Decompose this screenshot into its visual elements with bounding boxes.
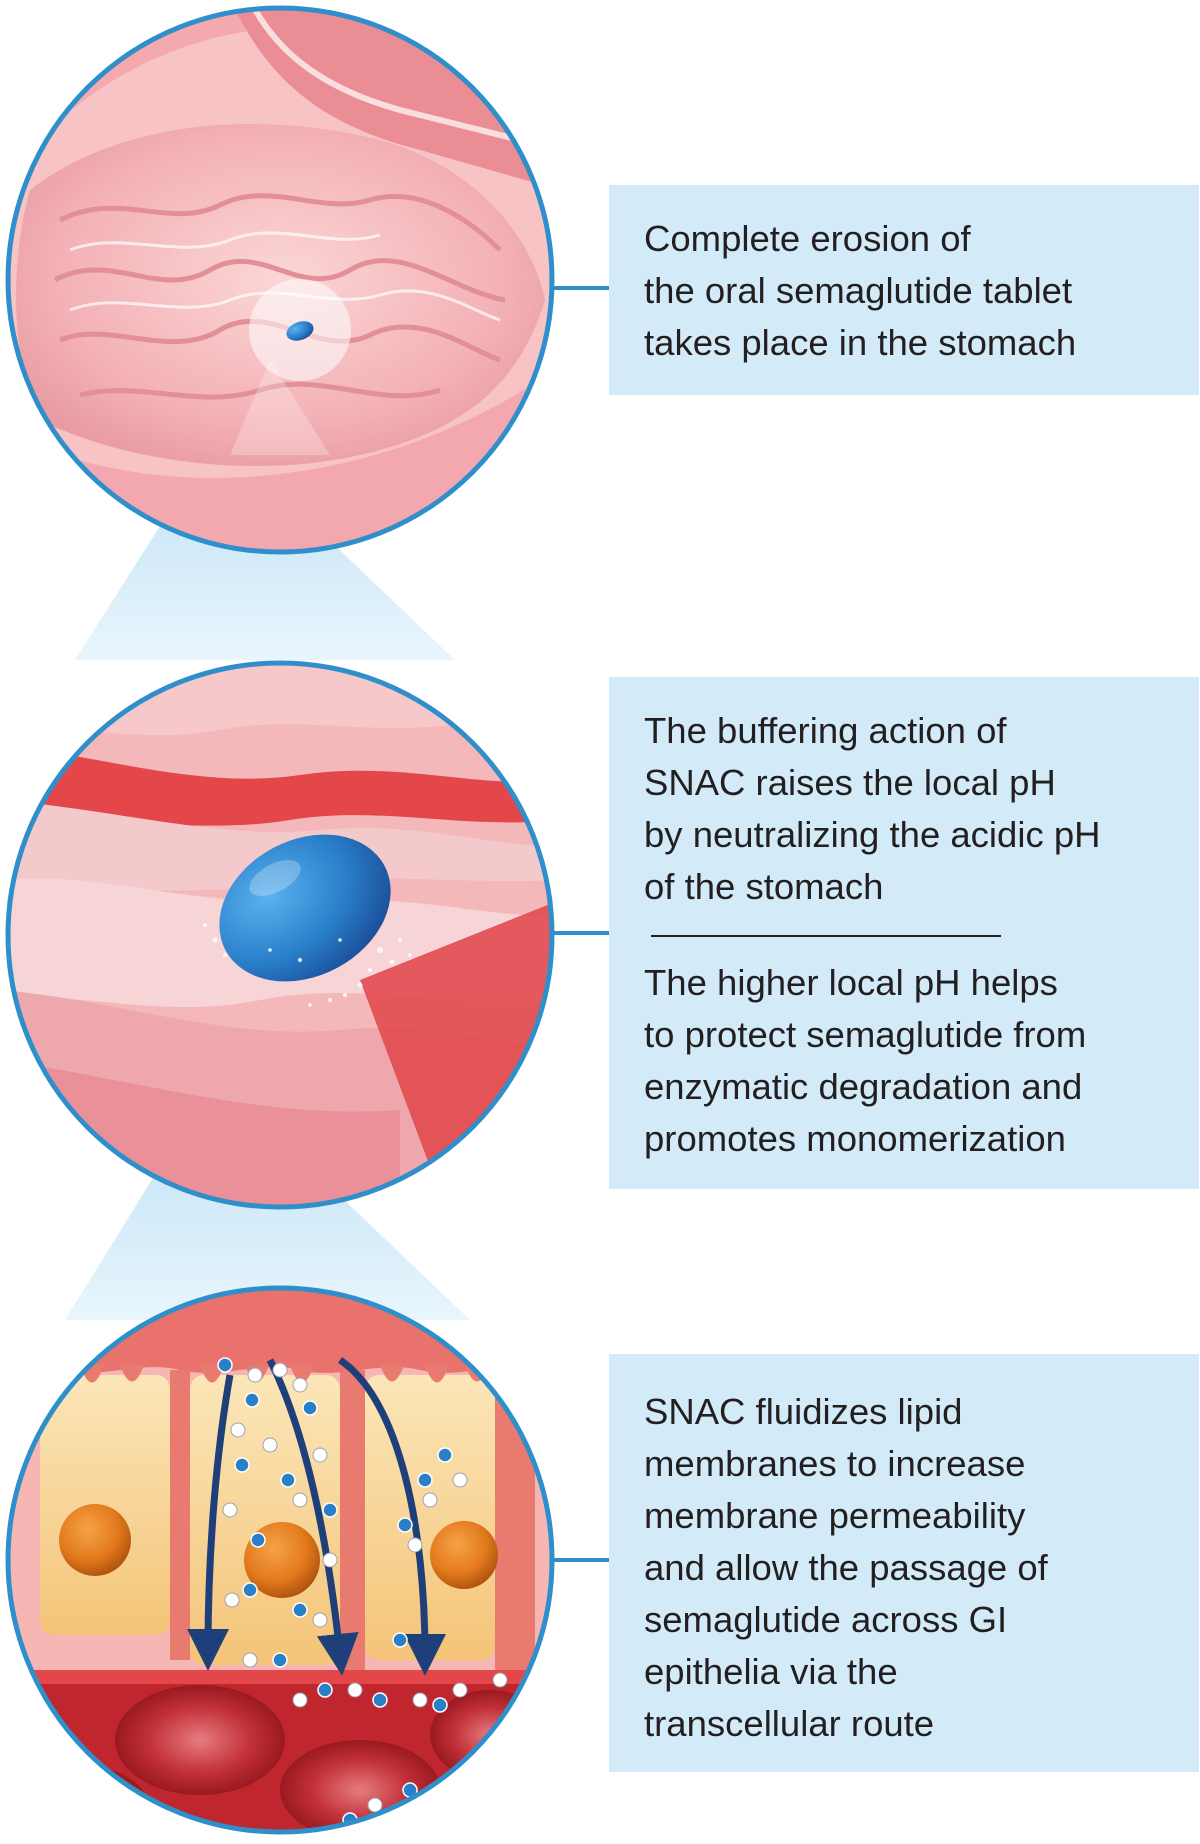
transport-arrow — [187, 1374, 234, 1671]
cell-nucleus — [59, 1504, 131, 1576]
transport-arrow — [338, 1357, 446, 1676]
epithelium-circle — [8, 1288, 552, 1832]
caption-box-step-1: Complete erosion of the oral semaglutide… — [609, 185, 1199, 395]
caption-divider — [651, 935, 1001, 937]
caption-text: The higher local pH helps to protect sem… — [644, 962, 1087, 1159]
cell-nucleus — [430, 1521, 498, 1589]
red-blood-cell — [115, 1685, 285, 1795]
caption-box-step-2: The buffering action of SNAC raises the … — [609, 677, 1199, 1189]
epithelium-circle-ring — [5, 1285, 555, 1835]
tablet-erosion-circle — [8, 663, 552, 1207]
caption-text: SNAC fluidizes lipid membranes to increa… — [644, 1391, 1048, 1744]
eroding-tablet — [219, 834, 391, 982]
tablet-in-stomach — [286, 321, 314, 341]
magnification-cone-1 — [75, 455, 455, 660]
stomach-circle-ring — [5, 5, 555, 555]
caption-text: Complete erosion of the oral semaglutide… — [644, 218, 1077, 363]
caption-text: The buffering action of SNAC raises the … — [644, 710, 1101, 907]
stomach-circle — [8, 8, 552, 552]
epithelial-cell — [40, 1375, 170, 1635]
transport-arrow — [266, 1358, 359, 1676]
tablet-particles — [203, 923, 412, 1007]
caption-box-step-3: SNAC fluidizes lipid membranes to increa… — [609, 1354, 1199, 1772]
snac-molecules — [222, 1362, 508, 1813]
semaglutide-molecules — [217, 1357, 453, 1828]
tablet-erosion-circle-ring — [5, 660, 555, 1210]
